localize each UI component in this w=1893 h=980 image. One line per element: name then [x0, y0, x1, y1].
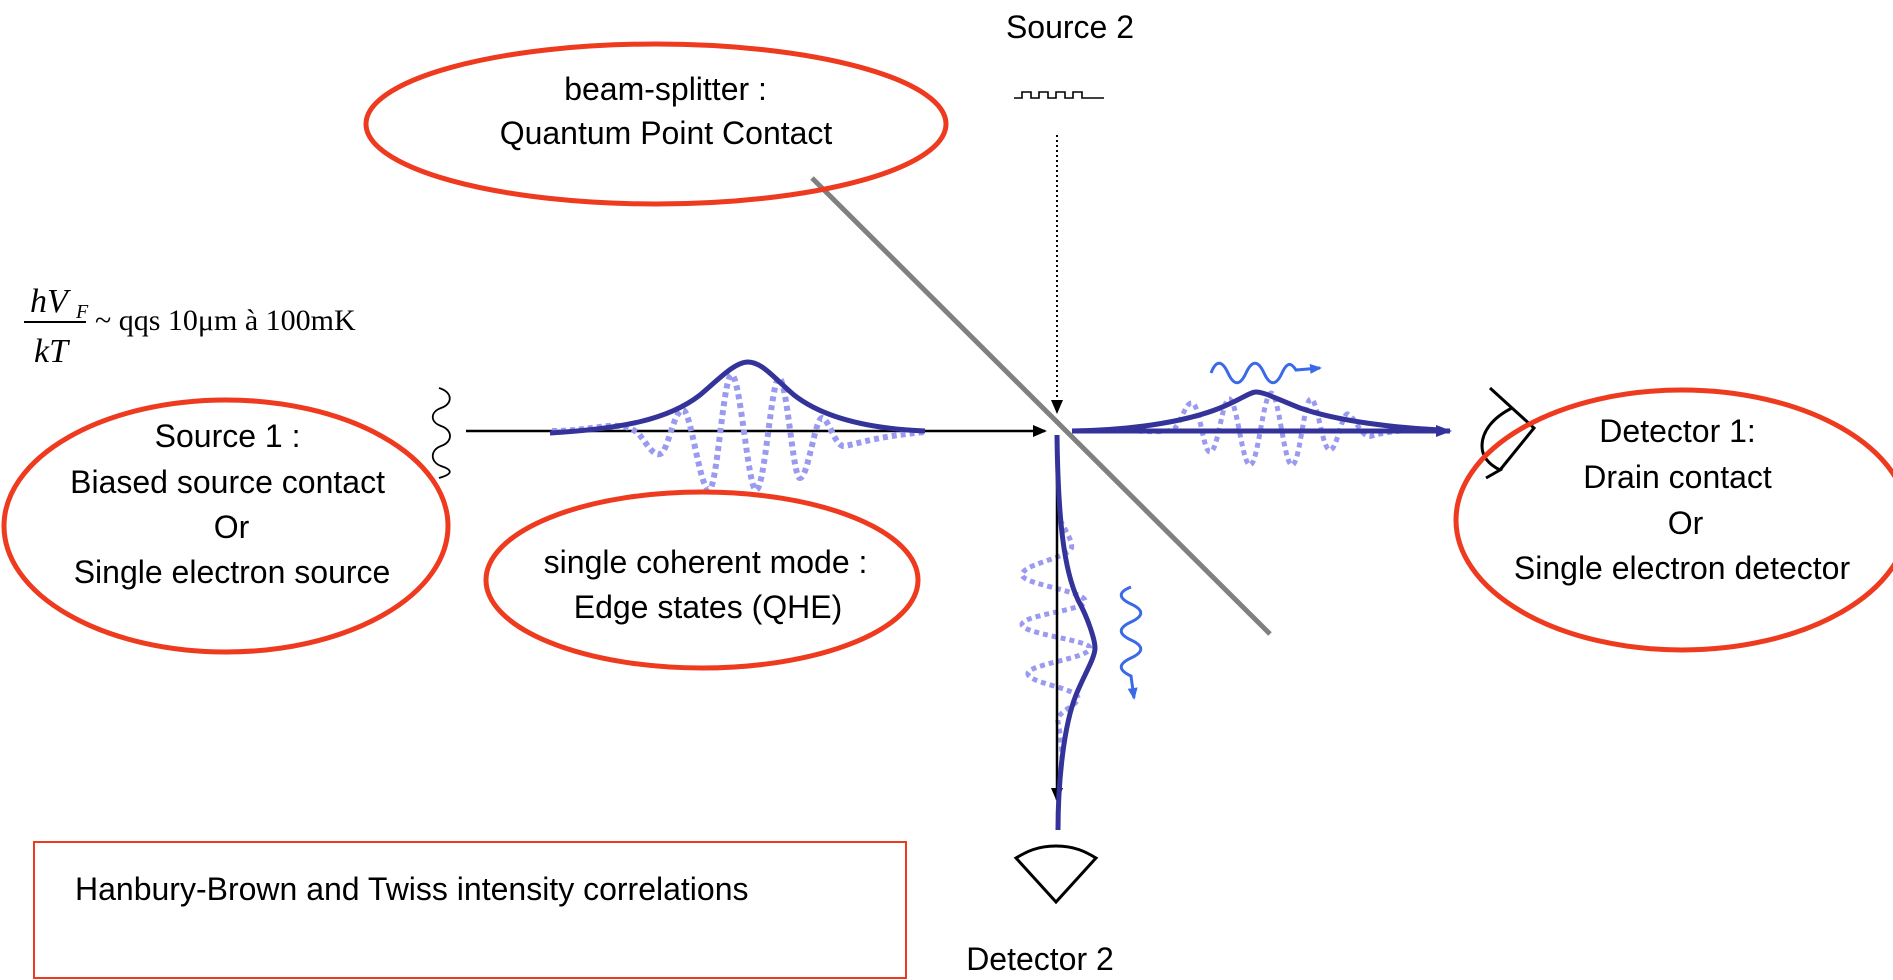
incoming-oscillation [551, 371, 926, 494]
beam-splitter-line [810, 176, 1272, 636]
beam-splitter-label: beam-splitter : Quantum Point Contact [500, 71, 833, 151]
square-pulse-icon [1014, 91, 1104, 99]
detector1-ellipse [1453, 387, 1893, 653]
reflected-envelope [1054, 434, 1098, 831]
source2-label: Source 2 [1006, 9, 1134, 45]
mode-ellipse [483, 489, 921, 671]
wavy-bracket-icon [431, 387, 451, 479]
detector-cup-icon [1480, 386, 1537, 480]
transmitted-envelope [1071, 389, 1441, 434]
source1-ellipse [1, 397, 451, 655]
caption-text: Hanbury-Brown and Twiss intensity correl… [75, 871, 748, 907]
detector-cup-icon [1013, 844, 1099, 905]
incoming-wavepacket [549, 359, 926, 494]
wavy-arrow-icon [1209, 361, 1322, 385]
reflected-oscillation [1019, 518, 1093, 761]
detector1-label: Detector 1: Drain contact Or Single elec… [1514, 413, 1851, 586]
formula-rest: ~ qqs 10μm à 100mK [95, 304, 356, 337]
source1-label: Source 1 : Biased source contact Or Sing… [70, 418, 394, 590]
transmitted-oscillation [1119, 390, 1421, 468]
incoming-envelope [549, 359, 926, 436]
wavy-arrow-icon [1119, 585, 1143, 700]
formula: hV F kT ~ qqs 10μm à 100mK [24, 283, 356, 370]
formula-subscript: F [75, 301, 89, 323]
beam-splitter-ellipse [363, 41, 949, 207]
formula-numerator: hV [30, 283, 72, 320]
transmitted-wavepacket [1071, 389, 1452, 468]
detector2-label: Detector 2 [966, 941, 1114, 977]
formula-denominator: kT [34, 333, 70, 370]
reflected-wavepacket [1019, 434, 1098, 831]
mode-label: single coherent mode : Edge states (QHE) [544, 544, 877, 625]
caption-box [33, 841, 907, 979]
